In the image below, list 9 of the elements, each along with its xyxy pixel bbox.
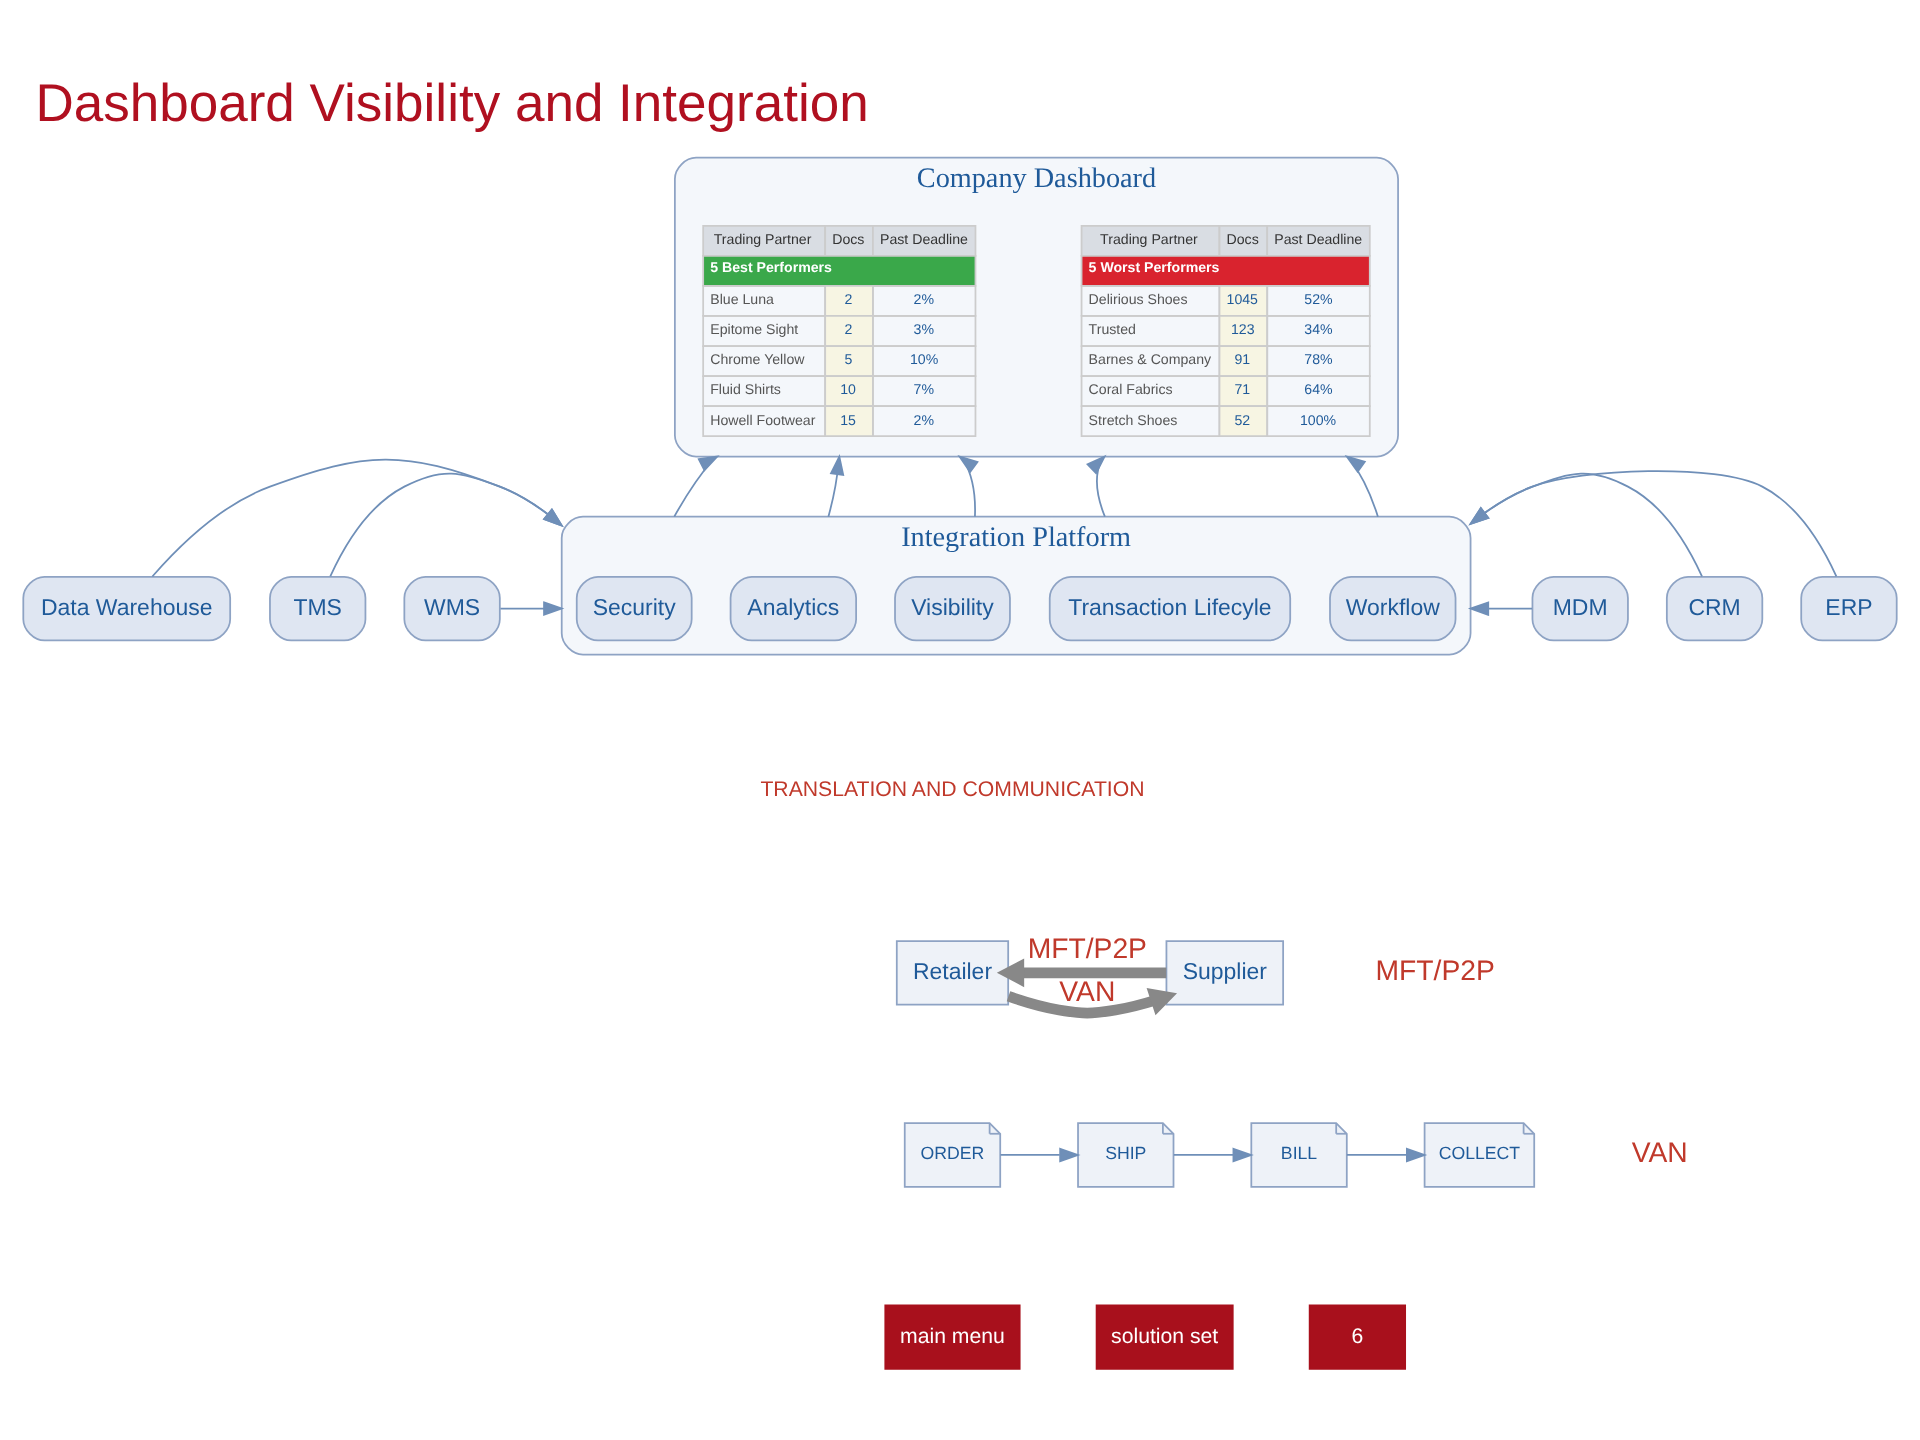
label: VAN [1631, 1135, 1688, 1168]
edge-label: MFT/P2P [1027, 932, 1147, 965]
label: main menu [900, 1324, 1005, 1349]
label: TRANSLATION AND COMMUNICATION [760, 778, 1145, 803]
label: solution set [1111, 1324, 1219, 1349]
diagram-title: Dashboard Visibility and Integration [35, 72, 869, 133]
label: 6 [1351, 1324, 1364, 1349]
edge-label: VAN [1059, 974, 1116, 1007]
label: MFT/P2P [1375, 953, 1495, 986]
